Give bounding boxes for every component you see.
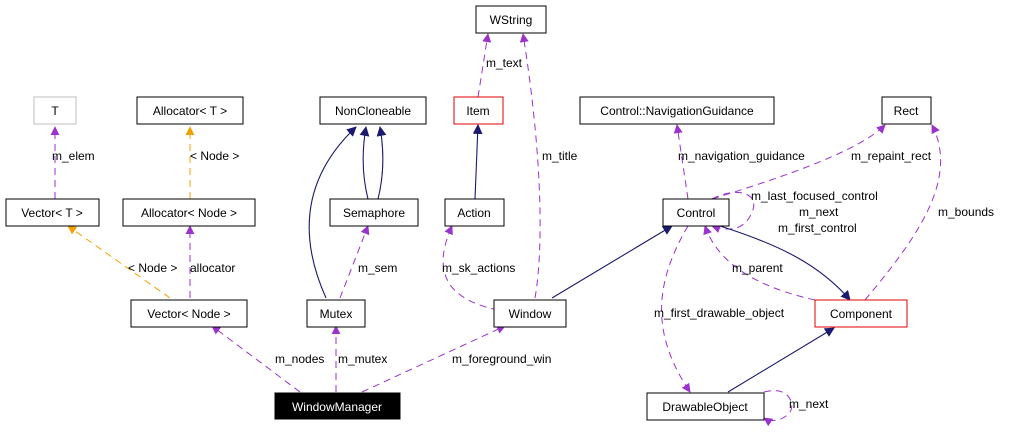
node-drawable-object-label: DrawableObject — [662, 400, 748, 414]
label-m-last-focused-control: m_last_focused_control — [751, 189, 878, 203]
label-node-template-allocator: < Node > — [190, 149, 239, 163]
edge-mutex-semaphore — [339, 225, 370, 299]
node-vector-t[interactable]: Vector< T > — [5, 198, 100, 227]
node-rect-label: Rect — [894, 104, 919, 118]
node-navigation-guidance[interactable]: Control::NavigationGuidance — [579, 96, 775, 125]
edge-labels: m_text m_elem < Node > m_title m_navigat… — [52, 56, 994, 411]
node-t[interactable]: T — [33, 96, 77, 125]
node-wstring-label: WString — [490, 13, 533, 27]
edge-control-component — [719, 225, 851, 301]
node-t-label: T — [51, 104, 59, 118]
edge-window-wstring — [519, 33, 541, 299]
node-noncloneable-label: NonCloneable — [335, 104, 411, 118]
edge-drawable-component — [727, 327, 835, 393]
label-m-bounds: m_bounds — [938, 205, 994, 219]
label-m-next-control: m_next — [799, 205, 839, 219]
node-allocator-t[interactable]: Allocator< T > — [136, 96, 244, 125]
node-window-manager[interactable]: WindowManager — [274, 392, 401, 420]
node-allocator-node[interactable]: Allocator< Node > — [122, 198, 256, 227]
node-vector-t-label: Vector< T > — [21, 206, 83, 220]
node-rect[interactable]: Rect — [881, 96, 932, 125]
node-action-label: Action — [457, 206, 490, 220]
edge-vectornode-vectort — [67, 225, 171, 299]
node-drawable-object[interactable]: DrawableObject — [646, 392, 765, 421]
label-m-sk-actions: m_sk_actions — [442, 261, 515, 275]
label-m-next-drawable: m_next — [789, 397, 829, 411]
edge-component-rect — [864, 124, 942, 301]
label-m-first-drawable-object: m_first_drawable_object — [654, 306, 785, 320]
label-m-sem: m_sem — [358, 261, 397, 275]
label-m-parent: m_parent — [732, 261, 783, 275]
label-m-first-control: m_first_control — [778, 221, 857, 235]
node-mutex-label: Mutex — [320, 307, 353, 321]
node-window-manager-label: WindowManager — [292, 400, 382, 414]
label-m-elem: m_elem — [52, 149, 95, 163]
edge-window-control — [551, 225, 673, 299]
edge-semaphore-noncloneable-1 — [359, 126, 370, 200]
node-semaphore[interactable]: Semaphore — [329, 198, 419, 227]
node-component-label: Component — [830, 307, 893, 321]
node-semaphore-label: Semaphore — [343, 206, 405, 220]
edge-window-action — [442, 225, 499, 311]
node-vector-node[interactable]: Vector< Node > — [130, 299, 248, 328]
node-allocator-node-label: Allocator< Node > — [141, 206, 237, 220]
nodes: WString T Allocator< T > NonCloneable It… — [5, 5, 932, 421]
node-allocator-t-label: Allocator< T > — [153, 104, 227, 118]
label-m-mutex: m_mutex — [338, 352, 387, 366]
edge-item-wstring — [477, 33, 492, 98]
edge-drawable-control — [661, 225, 691, 393]
label-m-foreground-win: m_foreground_win — [452, 352, 551, 366]
label-m-repaint-rect: m_repaint_rect — [851, 149, 932, 163]
label-node-template-vector: < Node > — [128, 261, 177, 275]
node-window-label: Window — [509, 307, 552, 321]
edge-wm-vectornode — [211, 325, 301, 393]
node-mutex[interactable]: Mutex — [306, 299, 366, 328]
edge-component-control — [703, 225, 816, 301]
edge-control-rect — [711, 124, 886, 200]
edge-drawable-self — [763, 390, 793, 427]
label-m-title: m_title — [542, 149, 578, 163]
edge-mutex-noncloneable — [308, 126, 357, 299]
node-action[interactable]: Action — [444, 198, 505, 227]
node-item[interactable]: Item — [453, 96, 504, 125]
label-m-navigation-guidance: m_navigation_guidance — [678, 149, 805, 163]
edges — [50, 33, 942, 427]
node-wstring[interactable]: WString — [475, 5, 547, 34]
node-vector-node-label: Vector< Node > — [147, 307, 230, 321]
edge-wm-window — [361, 325, 506, 393]
label-allocator: allocator — [190, 261, 235, 275]
edge-control-navguidance — [673, 124, 689, 200]
edge-action-item — [472, 124, 483, 200]
edge-semaphore-noncloneable-2 — [376, 126, 387, 200]
node-control-label: Control — [677, 206, 716, 220]
node-navigation-guidance-label: Control::NavigationGuidance — [600, 104, 754, 118]
node-noncloneable[interactable]: NonCloneable — [319, 96, 427, 125]
node-component[interactable]: Component — [814, 299, 908, 328]
node-control[interactable]: Control — [662, 198, 730, 227]
label-m-text: m_text — [486, 56, 523, 70]
node-window[interactable]: Window — [493, 299, 567, 328]
node-item-label: Item — [466, 104, 489, 118]
label-m-nodes: m_nodes — [275, 352, 324, 366]
